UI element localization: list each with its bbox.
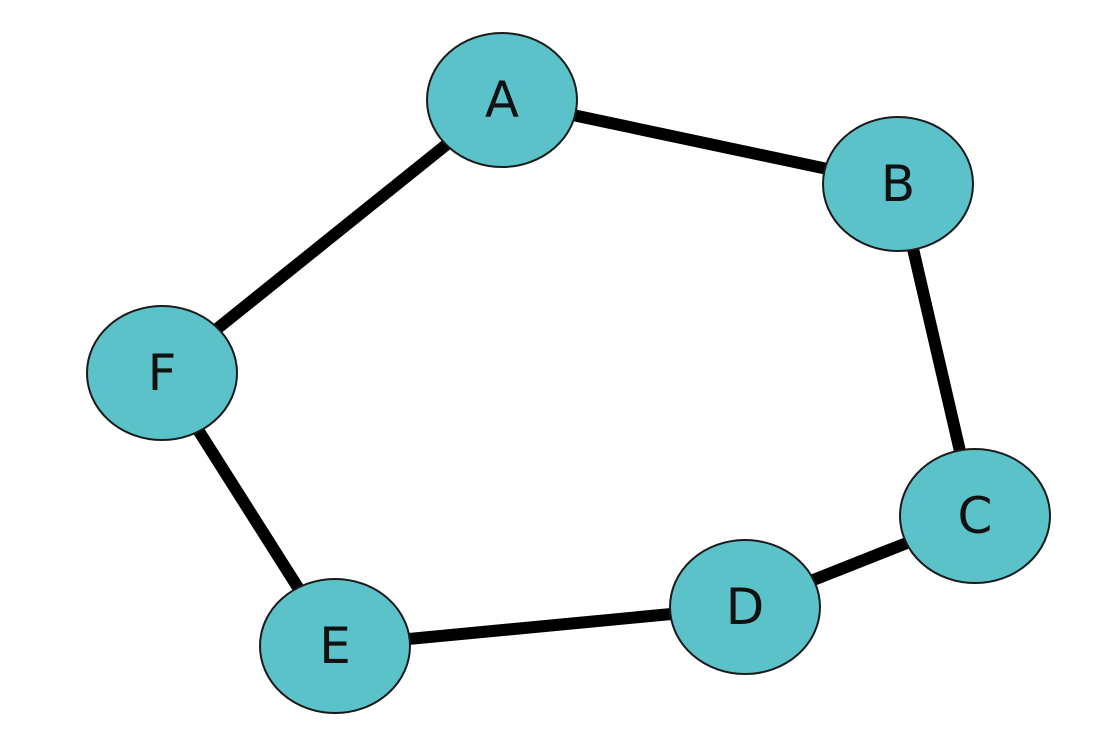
node-label-a: A: [485, 71, 519, 129]
node-a: A: [426, 32, 578, 168]
node-label-f: F: [148, 344, 177, 402]
node-circle-a: [426, 32, 578, 168]
node-d: D: [669, 539, 821, 675]
edge-f-a: [156, 94, 508, 379]
node-circle-b: [822, 116, 974, 252]
node-e: E: [259, 578, 411, 714]
node-label-b: B: [881, 155, 915, 213]
node-circle-d: [669, 539, 821, 675]
node-b: B: [822, 116, 974, 252]
nodes-layer: A B C D E F: [86, 32, 1051, 714]
node-circle-c: [899, 448, 1051, 584]
node-label-d: D: [726, 578, 765, 636]
node-circle-e: [259, 578, 411, 714]
node-f: F: [86, 305, 238, 441]
node-label-c: C: [958, 487, 993, 545]
node-label-e: E: [319, 617, 351, 675]
node-circle-f: [86, 305, 238, 441]
node-c: C: [899, 448, 1051, 584]
